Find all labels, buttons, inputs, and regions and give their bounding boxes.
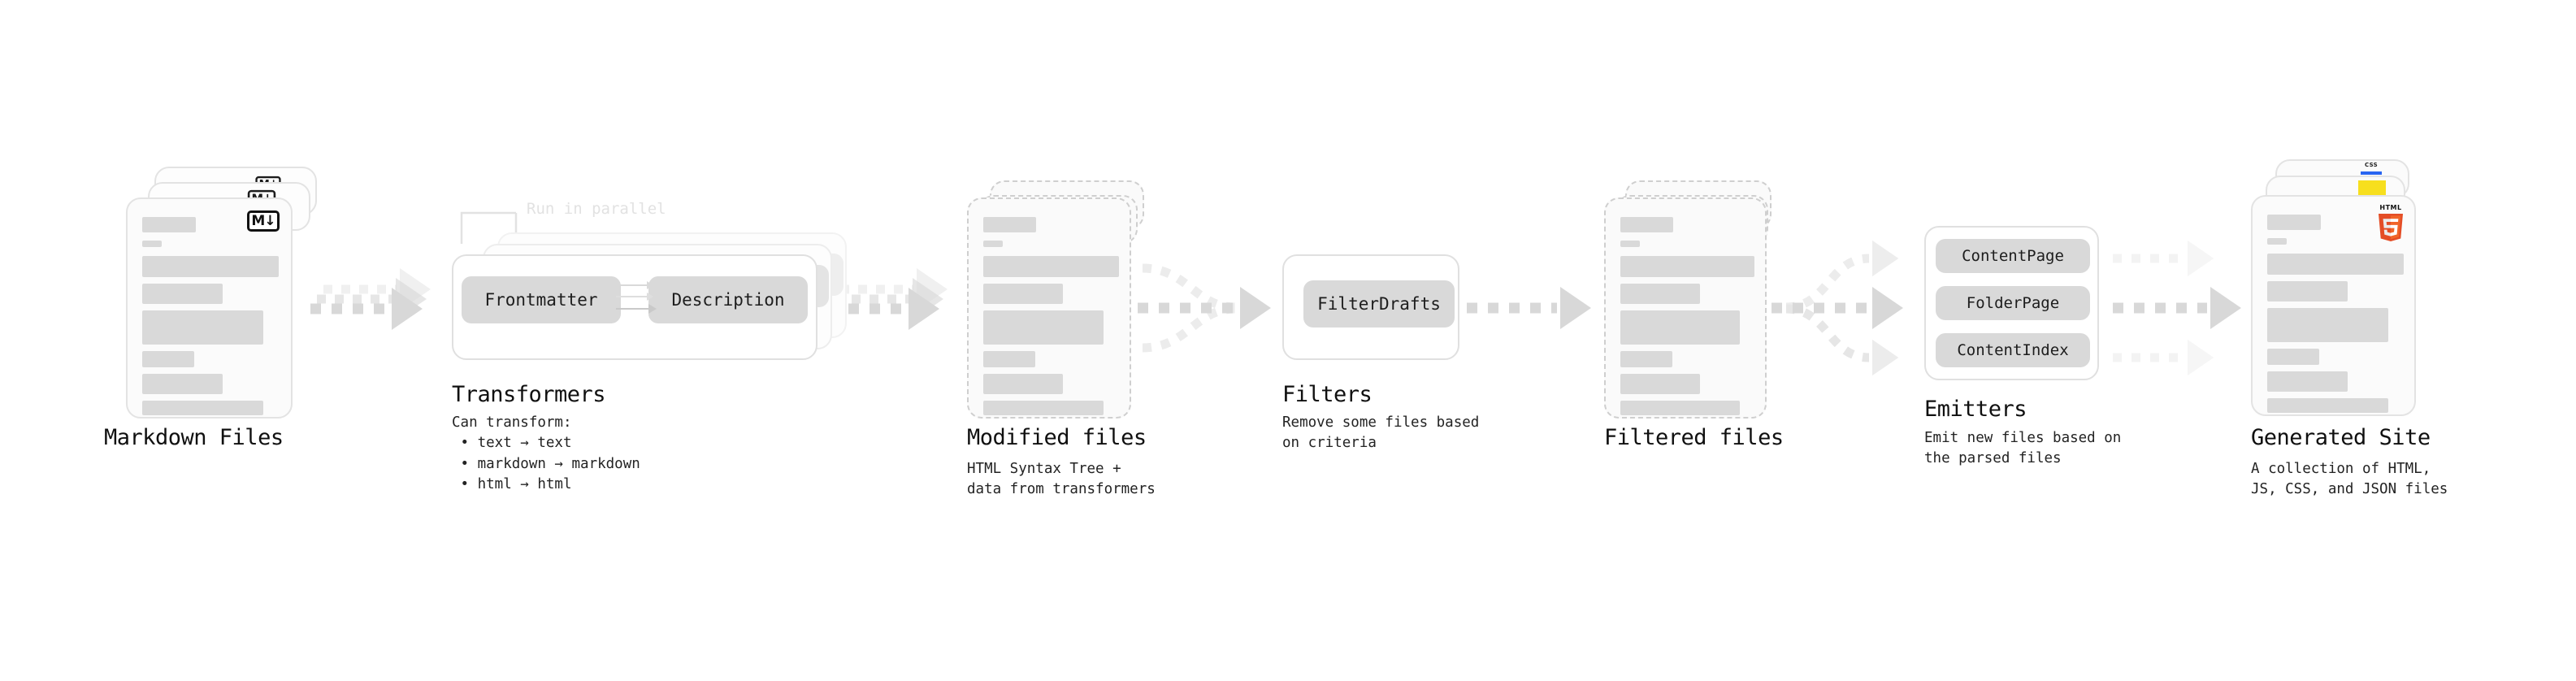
emitter-item-contentindex[interactable]: ContentIndex	[1936, 333, 2090, 367]
html5-icon: HTML	[2377, 204, 2405, 241]
connector-filters-to-filtered	[1467, 287, 1591, 329]
markdown-glyph: M↓	[247, 210, 280, 232]
transformer-item-frontmatter[interactable]: Frontmatter	[462, 276, 621, 323]
stage-caption-transformers: Can transform: • text → text • markdown …	[452, 414, 640, 493]
stage-title-markdown-files: Markdown Files	[104, 425, 284, 450]
markdown-card-front: M↓	[126, 197, 293, 419]
skeleton-line	[142, 374, 223, 394]
emitter-item-folderpage[interactable]: FolderPage	[1936, 286, 2090, 320]
filters-group: FilterDrafts	[1282, 254, 1459, 360]
js-glyph	[2358, 180, 2386, 197]
html5-icon-label: HTML	[2379, 204, 2402, 211]
css-icon-label: CSS	[2365, 162, 2378, 168]
stage-title-filters: Filters	[1282, 382, 1373, 407]
transformer-item-label: Description	[671, 290, 785, 310]
stage-caption-modified-files: HTML Syntax Tree + data from transformer…	[967, 461, 1156, 498]
stage-title-transformers: Transformers	[452, 382, 606, 407]
stage-caption-emitters: Emit new files based on the parsed files	[1924, 430, 2122, 467]
stage-title-filtered-files: Filtered files	[1604, 425, 1784, 450]
emitters-group: ContentPage FolderPage ContentIndex	[1924, 226, 2099, 380]
emitter-item-label: FolderPage	[1966, 294, 2060, 312]
filtered-card-front	[1604, 197, 1767, 419]
emitter-item-contentpage[interactable]: ContentPage	[1936, 239, 2090, 273]
skeleton-line	[142, 217, 196, 232]
css-icon: CSS	[2361, 162, 2382, 176]
html5-glyph: HTML	[2377, 204, 2405, 241]
skeleton-line	[142, 241, 162, 247]
css-glyph: CSS	[2361, 162, 2382, 176]
connector-modified-to-filters	[1138, 263, 1271, 353]
stage-caption-generated-site: A collection of HTML, JS, CSS, and JSON …	[2251, 461, 2448, 498]
site-card-front: HTML	[2251, 195, 2416, 416]
modified-card-front	[967, 197, 1131, 419]
transformer-item-label: Frontmatter	[484, 290, 598, 310]
transformer-item-description[interactable]: Description	[648, 276, 808, 323]
emitter-item-label: ContentIndex	[1957, 341, 2069, 359]
run-in-parallel-note: Run in parallel	[527, 200, 666, 218]
stage-title-emitters: Emitters	[1924, 397, 2027, 422]
connector-emitters-to-site	[2113, 240, 2241, 376]
stage-caption-filters: Remove some files based on criteria	[1282, 414, 1480, 452]
filter-item-filterdrafts[interactable]: FilterDrafts	[1303, 280, 1455, 327]
stage-title-generated-site: Generated Site	[2251, 425, 2431, 450]
skeleton-line	[142, 351, 194, 367]
skeleton-line	[142, 256, 279, 277]
skeleton-line	[142, 401, 263, 415]
skeleton-line	[142, 284, 223, 304]
transformers-group-front: Frontmatter Description	[452, 254, 817, 360]
markdown-icon: M↓	[247, 210, 280, 232]
css-icon-bar	[2361, 171, 2382, 175]
js-icon	[2358, 180, 2386, 197]
stage-title-modified-files: Modified files	[967, 425, 1147, 450]
skeleton-line	[142, 310, 263, 345]
emitter-item-label: ContentPage	[1962, 247, 2064, 265]
filter-item-label: FilterDrafts	[1317, 294, 1441, 314]
connector-filtered-to-emitters	[1772, 240, 1903, 376]
connector-markdown-to-transformers	[310, 268, 431, 330]
transformer-inner-arrows	[616, 281, 657, 314]
